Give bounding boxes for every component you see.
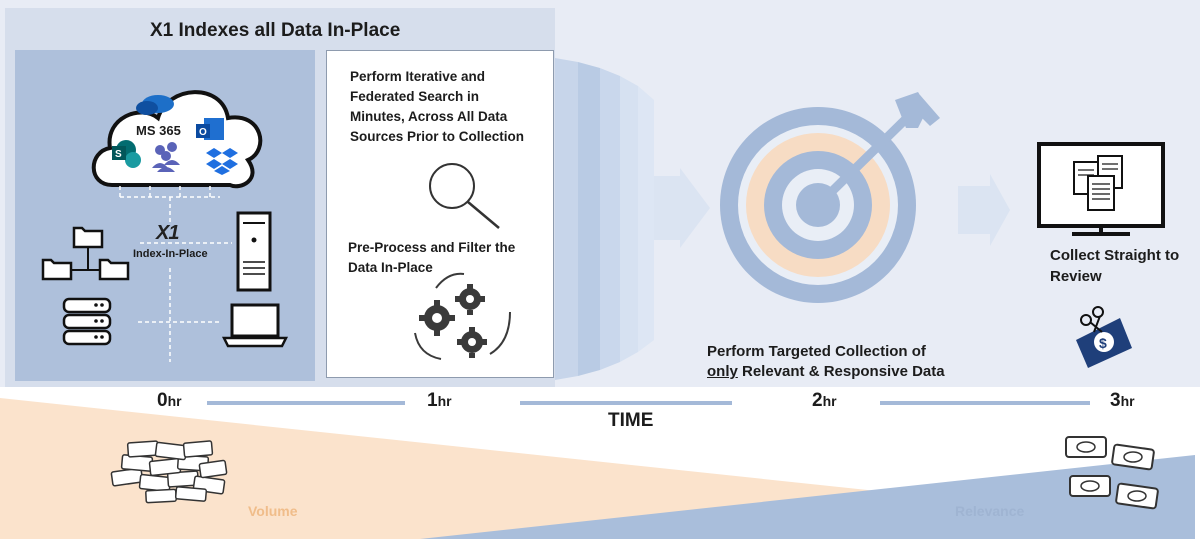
magnifier-icon bbox=[429, 163, 500, 229]
targeted-line2: Relevant & Responsive Data bbox=[737, 363, 945, 380]
arrow-to-review bbox=[958, 174, 1010, 246]
layer-2 bbox=[578, 62, 600, 376]
laptop-icon bbox=[221, 303, 289, 348]
time-tick-0: 0hr bbox=[157, 390, 182, 412]
tick-0-unit: hr bbox=[167, 393, 182, 409]
layer-5 bbox=[638, 86, 654, 352]
relevance-label: Relevance bbox=[955, 503, 1025, 519]
time-axis-title: TIME bbox=[608, 410, 654, 431]
disk-pile-icon bbox=[110, 440, 228, 504]
arrow-to-target bbox=[654, 168, 710, 248]
tick-2-unit: hr bbox=[822, 393, 837, 409]
tick-0-num: 0 bbox=[157, 390, 168, 411]
desktop-tower-icon bbox=[236, 211, 272, 292]
relevance-wedge bbox=[420, 455, 1195, 539]
sharepoint-icon: S bbox=[112, 140, 141, 168]
cloud-connectors bbox=[119, 186, 232, 362]
layer-3 bbox=[600, 68, 620, 370]
dropbox-icon bbox=[206, 148, 238, 175]
teams-icon bbox=[152, 142, 180, 172]
time-tick-1: 1hr bbox=[427, 390, 452, 412]
search-description: Perform Iterative and Federated Search i… bbox=[350, 69, 525, 144]
disk-rings bbox=[1076, 441, 1147, 502]
folder-tree-lines bbox=[72, 248, 100, 271]
tick-1-num: 1 bbox=[427, 390, 438, 411]
tick-3-num: 3 bbox=[1110, 390, 1121, 411]
svg-text:S: S bbox=[115, 149, 122, 160]
tick-1-unit: hr bbox=[437, 393, 452, 409]
gear-holes bbox=[432, 295, 476, 346]
ms365-label: MS 365 bbox=[136, 123, 181, 138]
svg-text:$: $ bbox=[1099, 335, 1107, 351]
svg-text:O: O bbox=[199, 127, 207, 138]
scissors-cash-icon: $ bbox=[1076, 306, 1132, 368]
index-in-place-label: Index-In-Place bbox=[133, 248, 208, 260]
tick-3-unit: hr bbox=[1120, 393, 1135, 409]
disks-icon bbox=[1065, 436, 1159, 510]
gear-teeth bbox=[419, 284, 487, 358]
server-stack-icon bbox=[62, 297, 112, 346]
preprocess-description: Pre-Process and Filter the Data In-Place bbox=[348, 240, 516, 275]
time-tick-2: 2hr bbox=[812, 390, 837, 412]
layer-4 bbox=[620, 76, 638, 362]
collect-to-review-text: Collect Straight to Review bbox=[1050, 247, 1180, 285]
monitor-documents-icon bbox=[1037, 142, 1165, 236]
volume-label: Volume bbox=[248, 503, 298, 519]
onedrive-icon bbox=[136, 95, 174, 115]
page-title: X1 Indexes all Data In-Place bbox=[150, 20, 401, 41]
x1-logo: X1 bbox=[156, 222, 179, 244]
folder-tree-icon bbox=[41, 226, 130, 281]
targeted-collection-text: Perform Targeted Collection of only Rele… bbox=[707, 342, 977, 382]
layer-1 bbox=[555, 58, 578, 380]
targeted-line1: Perform Targeted Collection of bbox=[707, 343, 926, 360]
outlook-icon: O bbox=[196, 118, 224, 140]
tick-2-num: 2 bbox=[812, 390, 823, 411]
targeted-only: only bbox=[707, 363, 738, 380]
time-tick-3: 3hr bbox=[1110, 390, 1135, 412]
gear-arrows bbox=[414, 272, 511, 360]
server-dots bbox=[94, 303, 104, 339]
volume-wedge bbox=[0, 398, 905, 539]
